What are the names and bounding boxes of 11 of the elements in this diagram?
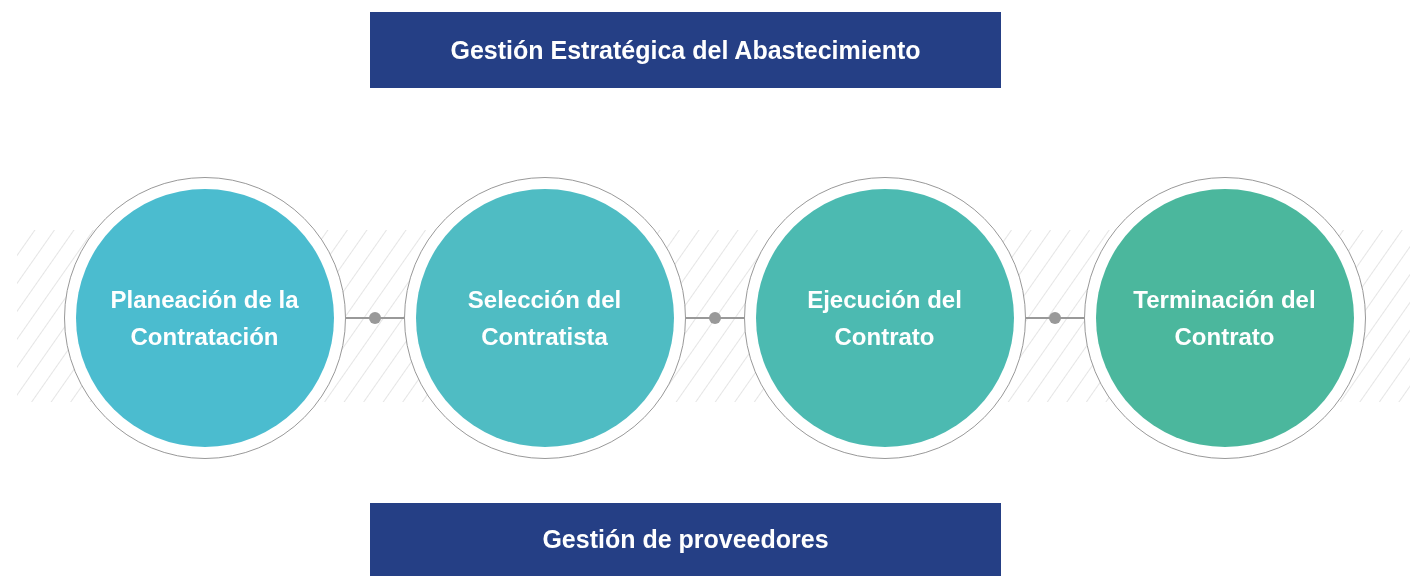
stage-label: Ejecución del Contrato <box>806 284 963 352</box>
connector-line <box>1025 317 1085 319</box>
connector-line <box>345 317 405 319</box>
title-banner <box>370 12 1001 88</box>
banner-text: Gestión Estratégica del Abastecimiento <box>450 35 921 65</box>
banner-text: Gestión de proveedores <box>542 525 829 554</box>
connector-line <box>685 317 745 319</box>
stage-label: Selección del Contratista <box>466 284 623 352</box>
stage-label: Terminación del Contrato <box>1132 284 1317 352</box>
title-banner <box>370 503 1001 576</box>
stage-label: Planeación de la Contratación <box>109 284 300 352</box>
